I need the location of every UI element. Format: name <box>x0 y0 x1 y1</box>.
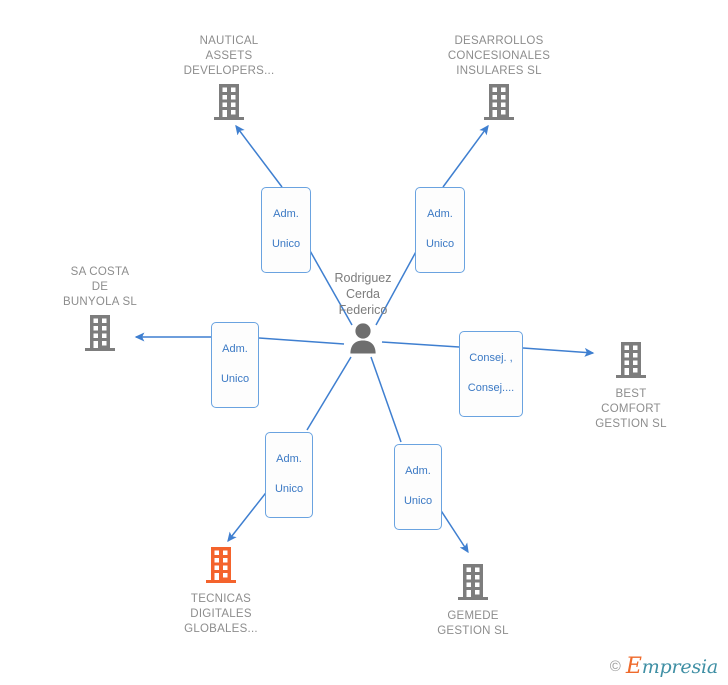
edge-label-line-1: Adm. <box>405 465 431 477</box>
node-label: GEMEDE GESTION SL <box>437 610 509 637</box>
edge-line-desarrollos-arrow <box>442 124 489 188</box>
edge-label-line-2: Unico <box>271 238 301 250</box>
edge-label-line-2: Unico <box>425 238 455 250</box>
edge-line-sa-costa <box>258 337 345 345</box>
edge-label-line-2: Consej.... <box>467 382 515 394</box>
node-label: DESARROLLOS CONCESIONALES INSULARES SL <box>447 35 551 77</box>
edge-label-line-1: Adm. <box>276 453 302 465</box>
graph-node-nautical-assets-developers[interactable]: NAUTICAL ASSETS DEVELOPERS... <box>154 34 304 126</box>
edge-label-line-2: Unico <box>220 373 250 385</box>
building-icon <box>154 83 304 126</box>
edge-label-line-1: Adm. <box>427 208 453 220</box>
graph-node-gemede-gestion-sl[interactable]: GEMEDE GESTION SL <box>398 563 548 639</box>
graph-node-center-person[interactable]: Rodriguez Cerda Federico <box>278 270 448 358</box>
edge-label-line-1: Consej. , <box>469 352 513 364</box>
edge-label-line-1: Adm. <box>222 343 248 355</box>
person-icon <box>278 322 448 358</box>
graph-node-tecnicas-digitales-globales[interactable]: TECNICAS DIGITALES GLOBALES... <box>146 546 296 637</box>
edge-label-sa-costa[interactable]: Adm. Unico <box>211 322 259 408</box>
edge-line-tecnicas <box>306 356 352 431</box>
building-icon <box>25 314 175 357</box>
edge-label-line-2: Unico <box>403 495 433 507</box>
edge-label-line-1: Adm. <box>273 208 299 220</box>
edge-label-gemede[interactable]: Adm. Unico <box>394 444 442 530</box>
empresia-watermark: © Empresia <box>609 654 718 679</box>
empresia-logo-initial: E <box>625 654 642 679</box>
edge-label-nautical[interactable]: Adm. Unico <box>261 187 311 273</box>
building-icon <box>556 341 706 384</box>
node-label: BEST COMFORT GESTION SL <box>595 388 667 430</box>
building-icon <box>146 546 296 589</box>
building-icon <box>398 563 548 606</box>
edge-label-best-comfort[interactable]: Consej. , Consej.... <box>459 331 523 417</box>
copyright-icon: © <box>609 658 621 675</box>
edge-label-tecnicas[interactable]: Adm. Unico <box>265 432 313 518</box>
graph-node-desarrollos-concesionales-insulares-sl[interactable]: DESARROLLOS CONCESIONALES INSULARES SL <box>424 34 574 126</box>
node-label: TECNICAS DIGITALES GLOBALES... <box>184 593 258 635</box>
edge-label-line-2: Unico <box>274 483 304 495</box>
empresia-logo: Empresia <box>625 654 718 679</box>
node-label: NAUTICAL ASSETS DEVELOPERS... <box>183 35 275 77</box>
center-node-label: Rodriguez Cerda Federico <box>334 271 392 317</box>
edge-label-desarrollos[interactable]: Adm. Unico <box>415 187 465 273</box>
edge-line-best-comfort <box>381 341 460 348</box>
node-label: SA COSTA DE BUNYOLA SL <box>62 266 138 308</box>
edge-line-gemede <box>370 356 402 443</box>
edge-line-nautical-arrow <box>235 124 283 188</box>
edge-line-best-comfort-arrow <box>522 347 595 357</box>
graph-node-sa-costa-de-bunyola-sl[interactable]: SA COSTA DE BUNYOLA SL <box>25 265 175 357</box>
building-icon <box>424 83 574 126</box>
graph-node-best-comfort-gestion-sl[interactable]: BEST COMFORT GESTION SL <box>556 341 706 432</box>
empresia-logo-rest: mpresia <box>641 656 718 678</box>
